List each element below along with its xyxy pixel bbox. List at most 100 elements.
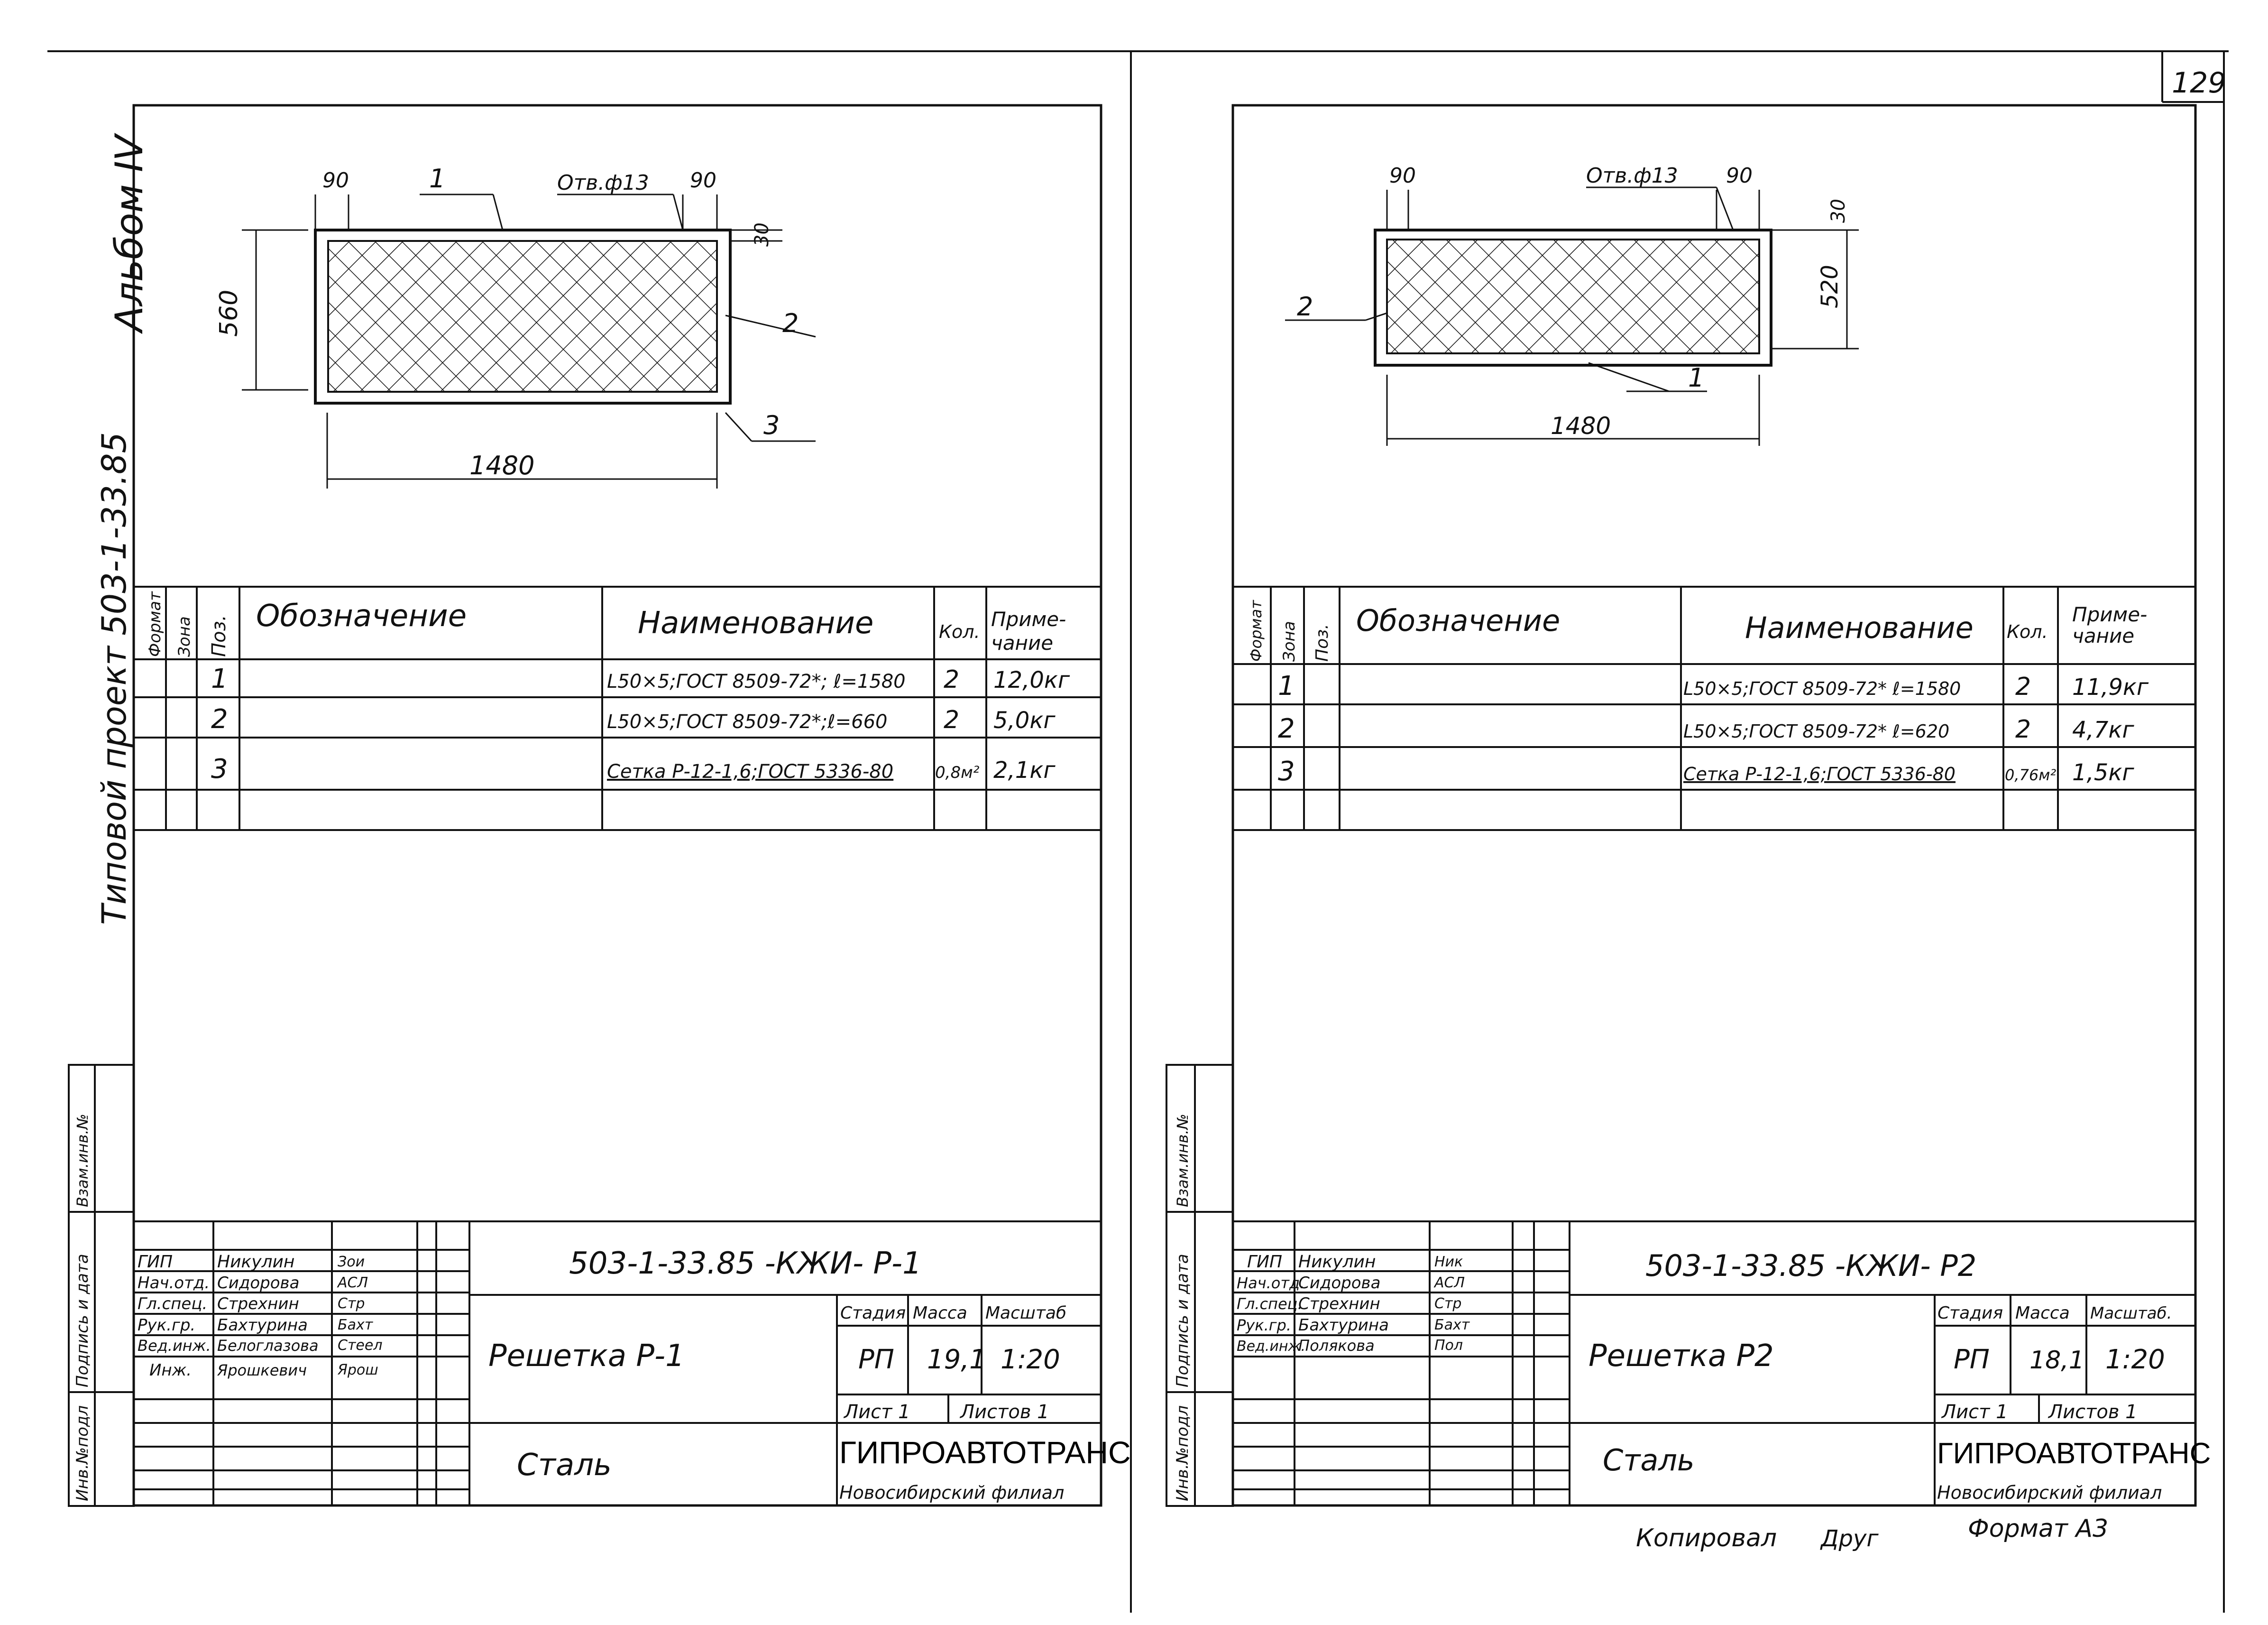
svg-text:Зои: Зои (338, 1254, 365, 1270)
branch: Новосибирский филиал (839, 1482, 1064, 1503)
r-name-3: Стрехнин (1298, 1294, 1380, 1313)
r-hdr-format: Формат (1247, 600, 1265, 662)
r-row2-note: 4,7кг (2072, 717, 2134, 743)
row3-name: Сетка Р-12-1,6;ГОСТ 5336-80 (607, 761, 893, 783)
r-hdr-qty: Кол. (2007, 621, 2048, 642)
row2-qty: 2 (944, 706, 959, 734)
r-row1-note: 11,9кг (2072, 674, 2149, 701)
sheets-total: Листов 1 (959, 1401, 1049, 1423)
r-mass-value: 18,1 (2029, 1346, 2084, 1375)
stamp-sign-date: Подпись и дата (73, 1254, 92, 1387)
stage-label: Стадия (840, 1303, 906, 1323)
dim-top-edge: 30 (751, 222, 773, 247)
svg-text:Стеел: Стеел (338, 1337, 383, 1354)
svg-text:Ник: Ник (1434, 1254, 1463, 1270)
r-dim-top-edge: 30 (1827, 199, 1849, 223)
r-organization: ГИПРОАВТОТРАНС (1937, 1437, 2211, 1470)
r-hdr-zone: Зона (1280, 621, 1299, 662)
r-name-5: Полякова (1298, 1337, 1375, 1355)
role-eng: Инж. (149, 1361, 192, 1380)
r-branch: Новосибирский филиал (1937, 1482, 2162, 1503)
svg-text:Стр: Стр (1434, 1295, 1461, 1312)
r-role-lead-eng: Вед.инж. (1237, 1338, 1305, 1355)
row1-name: L50×5;ГОСТ 8509-72*; ℓ=1580 (607, 671, 906, 692)
row2-pos: 2 (211, 704, 228, 735)
role-lead-eng: Вед.инж. (138, 1337, 211, 1355)
r-row3-name: Сетка Р-12-1,6;ГОСТ 5336-80 (1683, 764, 1956, 785)
svg-text:Стр: Стр (338, 1295, 365, 1312)
r-row1-name: L50×5;ГОСТ 8509-72* ℓ=1580 (1683, 678, 1961, 699)
hole-label: Отв.ф13 (557, 171, 649, 195)
r-row1-qty: 2 (2015, 673, 2031, 701)
r-row2-qty: 2 (2015, 715, 2031, 744)
row1-note: 12,0кг (993, 667, 1070, 693)
r-row2-name: L50×5;ГОСТ 8509-72* ℓ=620 (1683, 721, 1949, 742)
stage-value: РП (858, 1344, 894, 1375)
r-hdr-name: Наименование (1745, 610, 1974, 645)
hdr-zone: Зона (175, 616, 194, 657)
name-1: Никулин (217, 1252, 294, 1272)
r-row2-pos: 2 (1278, 713, 1295, 744)
r-stage-label: Стадия (1937, 1303, 2003, 1323)
r-drawing-title: Решетка Р2 (1589, 1339, 1774, 1374)
stamp-inv: Инв.№подл (73, 1405, 92, 1501)
name-5: Белоглазова (217, 1337, 319, 1355)
r-dim-right-edge: 90 (1726, 164, 1753, 188)
left-sheet: Типовой проект 503-1-33.85 Альбом IV 560… (68, 104, 1131, 1507)
r-row1-pos: 1 (1278, 671, 1295, 702)
r-role-head: Нач.отд. (1237, 1274, 1304, 1292)
hdr-qty: Кол. (939, 621, 980, 642)
r-hdr-note-2: чание (2072, 624, 2134, 647)
hdr-designation: Обозначение (256, 599, 467, 634)
r-role-gip: ГИП (1247, 1252, 1282, 1272)
material: Сталь (517, 1448, 612, 1483)
r-dim-left-edge: 90 (1389, 164, 1416, 188)
dim-left-edge: 90 (322, 168, 349, 193)
left-signatures: Зои АСЛ Стр Бахт Стеел Ярош (337, 1254, 383, 1378)
r-stage-value: РП (1954, 1344, 1990, 1375)
copied-label: Копировал (1636, 1524, 1777, 1552)
dim-right-edge: 90 (690, 168, 716, 193)
row1-qty: 2 (944, 665, 959, 694)
mass-value: 19,1 (927, 1344, 986, 1375)
r-sheets-total: Листов 1 (2048, 1401, 2138, 1423)
right-spec-table: Формат Зона Поз. Обозначение Наименовани… (1233, 586, 2195, 831)
right-signatures: Ник АСЛ Стр Бахт Пол (1433, 1254, 1470, 1354)
r-row3-note: 1,5кг (2072, 759, 2134, 786)
svg-text:АСЛ: АСЛ (337, 1274, 368, 1291)
hdr-note-2: чание (991, 631, 1053, 655)
left-side-stamp: Инв.№подл Подпись и дата Взам.инв.№ (68, 1064, 135, 1507)
copied-signature: Друг (1820, 1525, 1879, 1552)
role-gip: ГИП (138, 1252, 173, 1272)
r-hdr-note-1: Приме- (2072, 603, 2147, 626)
r-callout-1: 1 (1688, 363, 1704, 393)
r-mass-label: Масса (2015, 1303, 2070, 1323)
drawing-title: Решетка Р-1 (488, 1339, 685, 1374)
role-chief-spec: Гл.спец. (138, 1294, 207, 1313)
left-grate-drawing: 560 1480 90 90 Отв.ф13 30 1 2 3 (215, 164, 816, 489)
svg-text:Бахт: Бахт (1434, 1317, 1470, 1333)
r-doc-code: 503-1-33.85 -КЖИ- Р2 (1645, 1248, 1976, 1283)
page-number: 129 (2172, 66, 2226, 100)
dim-width: 1480 (469, 451, 534, 480)
r-scale-value: 1:20 (2105, 1344, 2165, 1375)
hdr-pos: Поз. (208, 615, 230, 657)
r-dim-height: 520 (1817, 265, 1843, 308)
sheet-no: Лист 1 (843, 1401, 910, 1423)
format-label: Формат А3 (1968, 1514, 2108, 1543)
callout-3: 3 (763, 410, 780, 440)
mass-label: Масса (913, 1303, 967, 1323)
hdr-format: Формат (146, 591, 165, 657)
name-3: Стрехнин (217, 1294, 299, 1313)
r-role-group-lead: Рук.гр. (1237, 1316, 1291, 1334)
r-stamp-replace: Взам.инв.№ (1174, 1114, 1192, 1207)
r-hole-label: Отв.ф13 (1586, 164, 1678, 188)
row3-note: 2,1кг (993, 757, 1056, 784)
r-hdr-pos: Поз. (1313, 624, 1332, 662)
scale-value: 1:20 (1001, 1344, 1060, 1375)
left-project-title: Типовой проект 503-1-33.85 (95, 432, 134, 925)
row2-name: L50×5;ГОСТ 8509-72*;ℓ=660 (607, 711, 887, 733)
scale-label: Масштаб (985, 1303, 1066, 1323)
left-title-block: ГИП Нач.отд. Гл.спец. Рук.гр. Вед.инж. И… (134, 1220, 1131, 1506)
role-group-lead: Рук.гр. (138, 1316, 195, 1335)
